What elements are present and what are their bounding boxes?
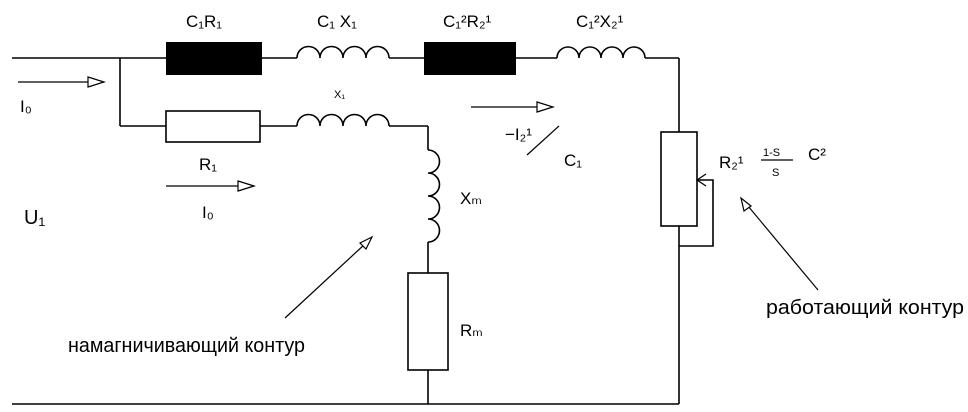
pointer-arrow-magnetizing xyxy=(284,235,374,319)
wiper-wire xyxy=(679,179,714,247)
label-u1: U₁ xyxy=(24,207,45,229)
division-slash xyxy=(526,125,560,156)
variable-resistor-r2 xyxy=(660,131,698,227)
current-arrow-i0-top xyxy=(18,76,107,88)
label-c12x21: C₁²X₂¹ xyxy=(576,12,624,31)
current-arrow-i2 xyxy=(471,101,556,113)
inductor-c12x21 xyxy=(556,46,646,59)
label-frac-num: 1-S xyxy=(763,147,780,159)
label-c2: C² xyxy=(808,145,826,164)
resistor-c1r1 xyxy=(166,42,262,75)
resistor-r1 xyxy=(165,110,261,143)
pointer-arrow-working xyxy=(740,196,819,291)
annotation-working: работающий контур xyxy=(766,297,964,319)
inductor-xm xyxy=(427,149,441,243)
inductor-c1x1 xyxy=(296,45,390,59)
label-c1x1: C₁ X₁ xyxy=(317,12,357,31)
resistor-c12r21 xyxy=(424,42,516,75)
resistor-rm xyxy=(407,272,449,371)
label-i2: −I₂¹ xyxy=(505,125,532,144)
label-c1: C₁ xyxy=(564,151,582,170)
label-xm: Xₘ xyxy=(460,189,482,208)
label-frac-den: S xyxy=(772,167,779,179)
label-c12r21: C₁²R₂¹ xyxy=(443,12,492,31)
label-r1: R₁ xyxy=(199,155,217,174)
label-r2: R₂¹ xyxy=(719,153,744,172)
label-i0-top: I₀ xyxy=(20,97,32,116)
wires xyxy=(12,57,714,405)
label-rm: Rₘ xyxy=(460,321,483,340)
inductor-x1 xyxy=(296,113,390,127)
label-c1r1: C₁R₁ xyxy=(186,12,222,31)
current-arrow-i0-mid xyxy=(166,180,257,192)
annotation-magnetizing: намагничивающий контур xyxy=(68,335,305,357)
wiper-arrow-icon xyxy=(695,173,707,187)
label-i0-mid: I₀ xyxy=(202,203,214,222)
label-x1: X₁ xyxy=(334,89,345,101)
